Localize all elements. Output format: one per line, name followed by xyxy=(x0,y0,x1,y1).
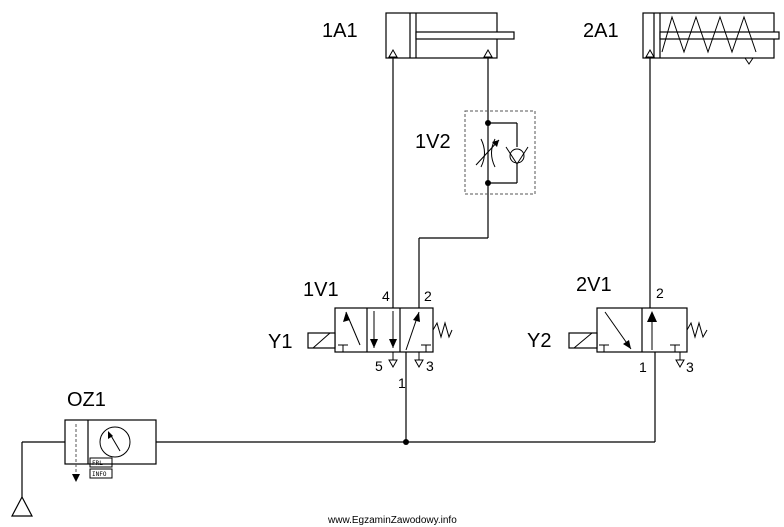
port-3-label: 3 xyxy=(426,358,434,374)
air-source-icon xyxy=(11,495,33,517)
service-unit-tag: FRL xyxy=(92,460,103,467)
port-4-label: 4 xyxy=(382,288,390,304)
cylinder-2a1 xyxy=(642,12,780,65)
air-lines xyxy=(21,58,656,497)
port-2-label: 2 xyxy=(656,285,664,301)
pressure-gauge-icon xyxy=(99,426,131,458)
spring-icon xyxy=(661,15,757,54)
service-unit-oz1: FRL INFO xyxy=(64,419,157,482)
cylinder-2a1-label: 2A1 xyxy=(583,20,619,42)
cylinder-1a1 xyxy=(385,12,515,59)
return-spring-icon xyxy=(432,321,453,339)
valve-1v1 xyxy=(307,307,453,369)
valve-2v1 xyxy=(568,307,708,369)
port-1-label: 1 xyxy=(639,359,647,375)
watermark: www.EgzaminZawodowy.info xyxy=(327,515,457,526)
port-3-label: 3 xyxy=(686,359,694,375)
port-5-label: 5 xyxy=(375,358,383,374)
service-unit-oz1-label: OZ1 xyxy=(67,389,106,411)
solenoid-y2-label: Y2 xyxy=(527,330,551,352)
port-2-label: 2 xyxy=(424,288,432,304)
flow-valve-1v2-label: 1V2 xyxy=(415,131,451,153)
return-spring-icon xyxy=(686,321,708,339)
flow-control-valve-1v2 xyxy=(464,110,536,195)
service-unit-tag: INFO xyxy=(92,471,107,478)
valve-2v1-label: 2V1 xyxy=(576,274,612,296)
check-ball-icon xyxy=(509,148,525,164)
port-1-label: 1 xyxy=(398,375,406,391)
valve-1v1-label: 1V1 xyxy=(303,279,339,301)
cylinder-1a1-label: 1A1 xyxy=(322,20,358,42)
solenoid-y1-label: Y1 xyxy=(268,331,292,353)
